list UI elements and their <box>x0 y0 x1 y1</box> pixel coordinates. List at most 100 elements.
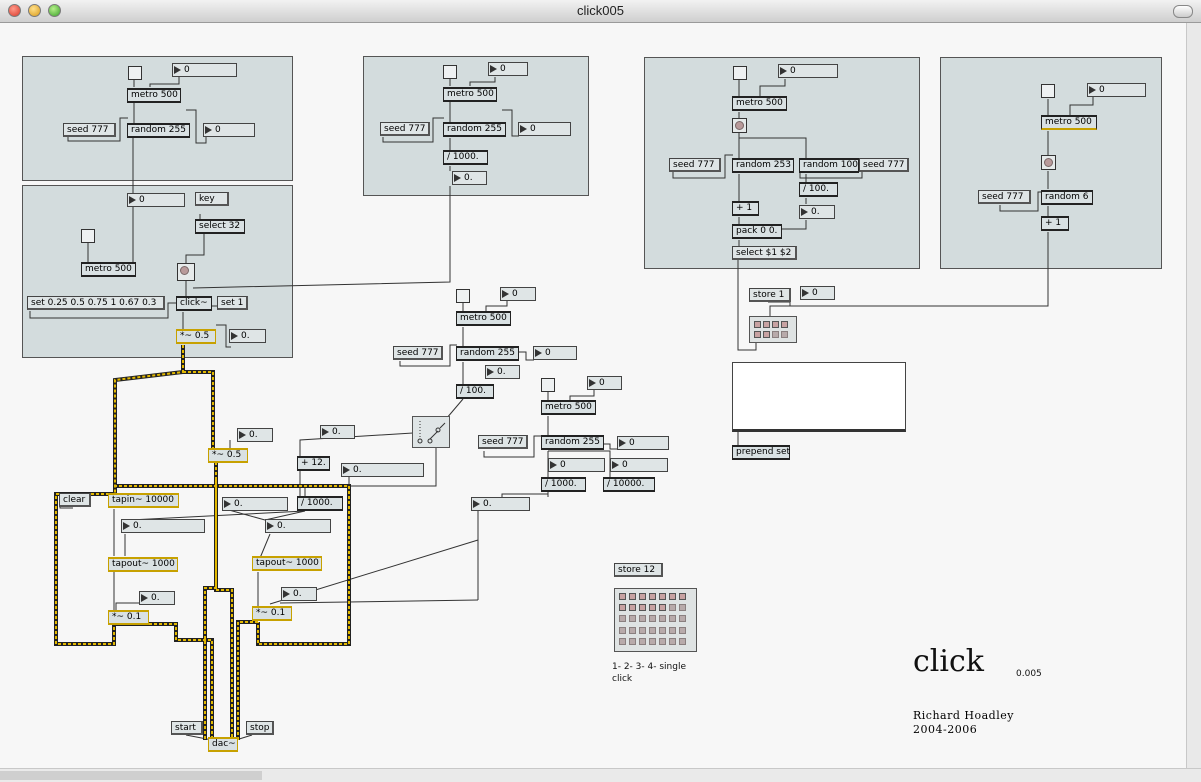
number-box-g3[interactable]: 0 <box>548 458 605 472</box>
random-6-object[interactable]: random 6 <box>1041 190 1093 205</box>
random-object-a[interactable]: random 255 <box>127 123 190 138</box>
random-object-g[interactable]: random 255 <box>541 435 604 450</box>
number-box-store[interactable]: 0 <box>800 286 835 300</box>
divide-object-g2[interactable]: / 10000. <box>603 477 655 492</box>
number-box-c1[interactable]: 0 <box>488 62 528 76</box>
divide-object-c[interactable]: / 1000. <box>443 150 488 165</box>
number-box-b2[interactable]: 0. <box>229 329 266 343</box>
random-253-object[interactable]: random 253 <box>732 158 794 173</box>
seed-message-d2[interactable]: seed 777 <box>859 158 909 172</box>
number-box-a1[interactable]: 0 <box>172 63 237 77</box>
horizontal-scrollbar[interactable] <box>0 768 1201 782</box>
divide-object-d[interactable]: / 100. <box>799 182 838 197</box>
toggle-g[interactable] <box>541 378 555 392</box>
number-box-t4[interactable]: 0. <box>281 587 317 601</box>
key-object[interactable]: key <box>195 192 229 206</box>
seed-message-c[interactable]: seed 777 <box>380 122 430 136</box>
select-object[interactable]: select 32 <box>195 219 245 234</box>
store12-message[interactable]: store 12 <box>614 563 663 577</box>
tapout-object-right[interactable]: tapout~ 1000 <box>252 556 322 571</box>
toggle-b[interactable] <box>81 229 95 243</box>
close-button[interactable] <box>8 4 21 17</box>
prepend-object[interactable]: prepend set <box>732 445 790 460</box>
number-box-f3[interactable]: 0. <box>485 365 520 379</box>
minimize-button[interactable] <box>28 4 41 17</box>
zoom-button[interactable] <box>48 4 61 17</box>
click-object[interactable]: click~ <box>176 296 212 311</box>
number-box-c2[interactable]: 0 <box>518 122 571 136</box>
number-box-g1[interactable]: 0 <box>587 376 622 390</box>
toggle-a[interactable] <box>128 66 142 80</box>
toggle-e[interactable] <box>1041 84 1055 98</box>
number-box-e1[interactable]: 0 <box>1087 83 1146 97</box>
toolbar-toggle-button[interactable] <box>1173 5 1193 18</box>
tapout-object-left[interactable]: tapout~ 1000 <box>108 557 178 572</box>
number-box-h5[interactable]: 0. <box>471 497 530 511</box>
random-object-f[interactable]: random 255 <box>456 346 519 361</box>
multiply-object-h[interactable]: *~ 0.5 <box>208 448 248 463</box>
number-box-g4[interactable]: 0 <box>610 458 668 472</box>
seed-message-f[interactable]: seed 777 <box>393 346 443 360</box>
plus-object-e[interactable]: + 1 <box>1041 216 1069 231</box>
preset-large[interactable] <box>614 588 697 652</box>
horizontal-scroll-thumb[interactable] <box>0 771 262 780</box>
divide-object-h[interactable]: / 1000. <box>297 496 343 511</box>
number-box-h1[interactable]: 0. <box>237 428 273 442</box>
seed-message-d[interactable]: seed 777 <box>669 158 721 172</box>
number-box-g2[interactable]: 0 <box>617 436 669 450</box>
seed-message-e[interactable]: seed 777 <box>978 190 1031 204</box>
number-box-t1[interactable]: 0. <box>121 519 205 533</box>
select-message-d[interactable]: select $1 $2 <box>732 246 797 260</box>
number-box-h2[interactable]: 0. <box>320 425 355 439</box>
preset-small[interactable] <box>749 316 797 343</box>
number-box-t2[interactable]: 0. <box>265 519 331 533</box>
metro-object-g[interactable]: metro 500 <box>541 400 596 415</box>
metro-object-f[interactable]: metro 500 <box>456 311 511 326</box>
seed-message-a[interactable]: seed 777 <box>63 123 116 137</box>
set-list-message[interactable]: set 0.25 0.5 0.75 1 0.67 0.3 <box>27 296 165 310</box>
bang-button-d[interactable] <box>732 118 747 133</box>
number-box-t3[interactable]: 0. <box>139 591 175 605</box>
multiply-object-a[interactable]: *~ 0.5 <box>176 329 216 344</box>
toggle-d[interactable] <box>733 66 747 80</box>
toggle-f[interactable] <box>456 289 470 303</box>
metro-object-a[interactable]: metro 500 <box>127 88 181 103</box>
bang-button-b[interactable] <box>177 263 195 281</box>
title-bar[interactable]: click005 <box>0 0 1201 23</box>
divide-object-f[interactable]: / 100. <box>456 384 494 399</box>
number-box-f1[interactable]: 0 <box>500 287 536 301</box>
random-object-c[interactable]: random 255 <box>443 122 506 137</box>
number-box-d1[interactable]: 0 <box>778 64 838 78</box>
metro-object-b[interactable]: metro 500 <box>81 262 136 277</box>
multiply-object-left[interactable]: *~ 0.1 <box>108 610 149 625</box>
number-box-h3[interactable]: 0. <box>341 463 424 477</box>
number-box-c3[interactable]: 0. <box>452 171 487 185</box>
divide-object-g1[interactable]: / 1000. <box>541 477 586 492</box>
number-box-a2[interactable]: 0 <box>203 123 255 137</box>
set1-message[interactable]: set 1 <box>217 296 248 310</box>
bang-button-e[interactable] <box>1041 155 1056 170</box>
metro-object-c[interactable]: metro 500 <box>443 87 497 102</box>
tapin-object[interactable]: tapin~ 10000 <box>108 493 179 508</box>
number-box-d2[interactable]: 0. <box>799 205 835 219</box>
dac-object[interactable]: dac~ <box>208 737 238 752</box>
number-box-b1[interactable]: 0 <box>127 193 185 207</box>
multiply-object-right[interactable]: *~ 0.1 <box>252 606 292 621</box>
start-message[interactable]: start <box>171 721 203 735</box>
metro-object-e[interactable]: metro 500 <box>1041 115 1097 130</box>
number-box-h4[interactable]: 0. <box>222 497 288 511</box>
gate-switch[interactable] <box>412 416 450 448</box>
toggle-c[interactable] <box>443 65 457 79</box>
plus-object-d[interactable]: + 1 <box>732 201 759 216</box>
message-display-box[interactable] <box>732 362 906 432</box>
clear-message[interactable]: clear <box>59 493 91 507</box>
store1-message[interactable]: store 1 <box>749 288 791 302</box>
pack-object[interactable]: pack 0 0. <box>732 224 782 239</box>
metro-object-d[interactable]: metro 500 <box>732 96 787 111</box>
number-box-f2[interactable]: 0 <box>533 346 577 360</box>
seed-message-g[interactable]: seed 777 <box>478 435 528 449</box>
random-100-object[interactable]: random 100 <box>799 158 859 173</box>
stop-message[interactable]: stop <box>246 721 274 735</box>
plus-object-h[interactable]: + 12. <box>297 456 330 471</box>
vertical-scrollbar[interactable] <box>1186 23 1201 768</box>
